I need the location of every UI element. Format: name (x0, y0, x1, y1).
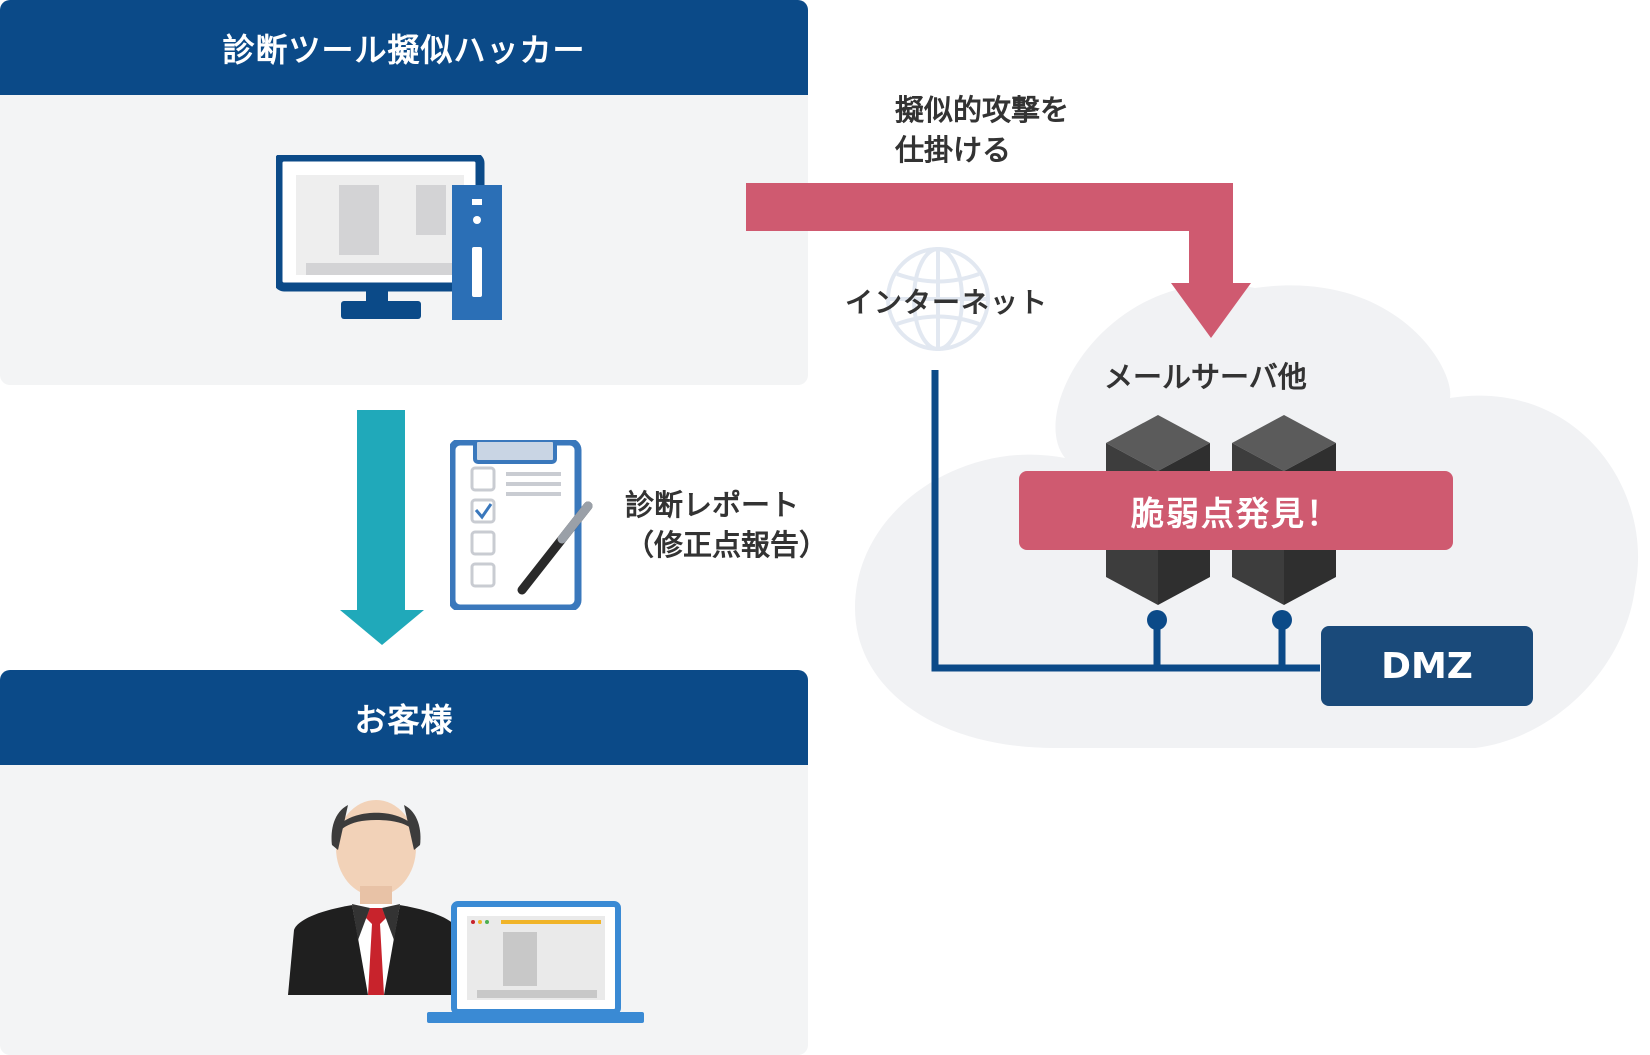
server-label: メールサーバ他 (1104, 360, 1307, 394)
attack-flow-arrow (746, 183, 1251, 338)
hacker-panel-header: 診断ツール擬似ハッカー (0, 0, 808, 95)
dmz-box: DMZ (1321, 626, 1533, 706)
report-label: 診断レポート （修正点報告） (625, 485, 829, 565)
network-line (931, 370, 1320, 672)
report-label-line2: （修正点報告） (625, 528, 829, 562)
vulnerability-badge-text: 脆弱点発見！ (1131, 493, 1341, 533)
report-flow-arrow (340, 410, 424, 645)
customer-panel-title: お客様 (354, 700, 454, 739)
customer-person-icon (288, 800, 463, 995)
customer-laptop-icon (427, 901, 644, 1023)
desktop-computer-icon (276, 155, 502, 320)
customer-panel-header: お客様 (0, 670, 808, 765)
attack-label-line1: 擬似的攻撃を (895, 93, 1070, 127)
globe-icon (886, 247, 990, 351)
clipboard-report-icon (450, 440, 593, 610)
internet-label: インターネット (845, 286, 1049, 319)
hacker-panel-title: 診断ツール擬似ハッカー (222, 30, 586, 69)
attack-label-line2: 仕掛ける (895, 133, 1012, 167)
report-label-line1: 診断レポート (625, 488, 800, 522)
vulnerability-badge: 脆弱点発見！ (1019, 471, 1453, 550)
dmz-label: DMZ (1381, 645, 1473, 687)
attack-label: 擬似的攻撃を 仕掛ける (895, 90, 1155, 170)
